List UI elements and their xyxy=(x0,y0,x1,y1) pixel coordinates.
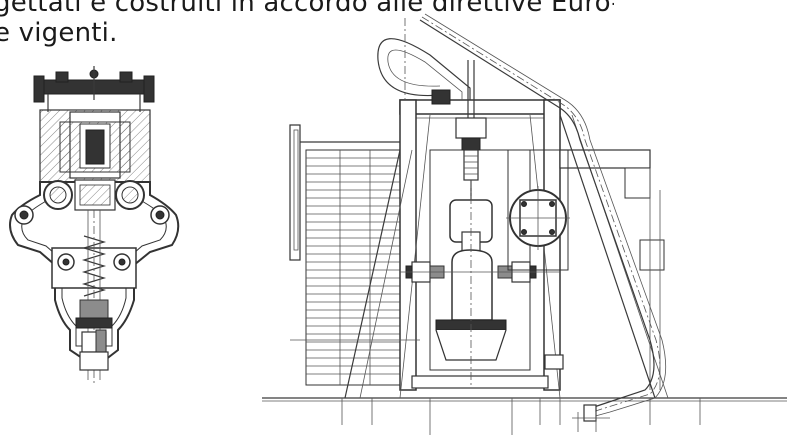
text-line-1: gettati e costruiti in accordo alle dire… xyxy=(0,0,614,18)
body-text: gettati e costruiti in accordo alle dire… xyxy=(0,0,614,48)
mechanism-cross-section-icon xyxy=(9,66,180,385)
text-line-2: e vigenti. xyxy=(0,18,118,48)
machine-frame-elevation-icon xyxy=(262,13,787,435)
